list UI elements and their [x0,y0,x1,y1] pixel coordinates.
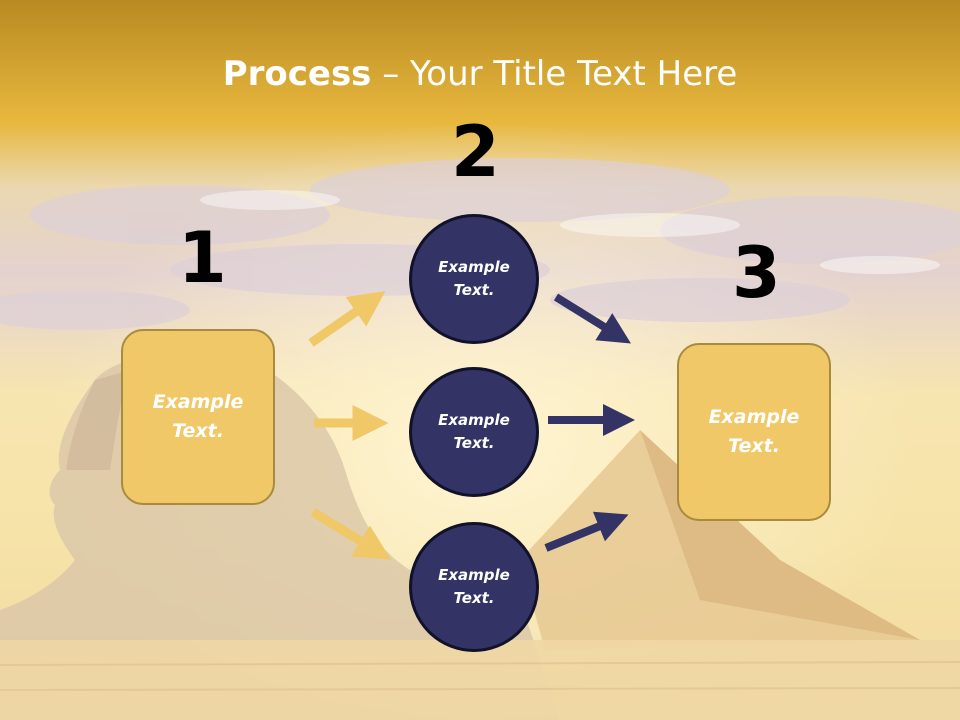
title-bold-part: Process [222,54,372,94]
circle-bottom-text: Example Text. [438,566,510,607]
arrow-top-to-right [553,293,631,344]
step-number-1: 1 [178,217,227,299]
end-box: Example Text. [677,343,831,521]
circle-node-top: Example Text. [409,214,539,344]
slide-title: Process – Your Title Text Here [0,52,960,96]
arrow-left-to-top [308,291,386,347]
step-number-3: 3 [732,232,781,314]
start-box: Example Text. [121,329,275,505]
circle-middle-text: Example Text. [438,411,510,452]
step-number-2: 2 [451,111,500,193]
start-box-text: Example Text. [152,391,244,442]
circle-node-middle: Example Text. [409,367,539,497]
arrow-bottom-to-right [544,511,629,552]
title-rest-part: – Your Title Text Here [371,54,738,94]
arrow-left-to-bottom [310,508,392,560]
circle-top-text: Example Text. [438,258,510,299]
end-box-text: Example Text. [708,406,800,457]
circle-node-bottom: Example Text. [409,522,539,652]
